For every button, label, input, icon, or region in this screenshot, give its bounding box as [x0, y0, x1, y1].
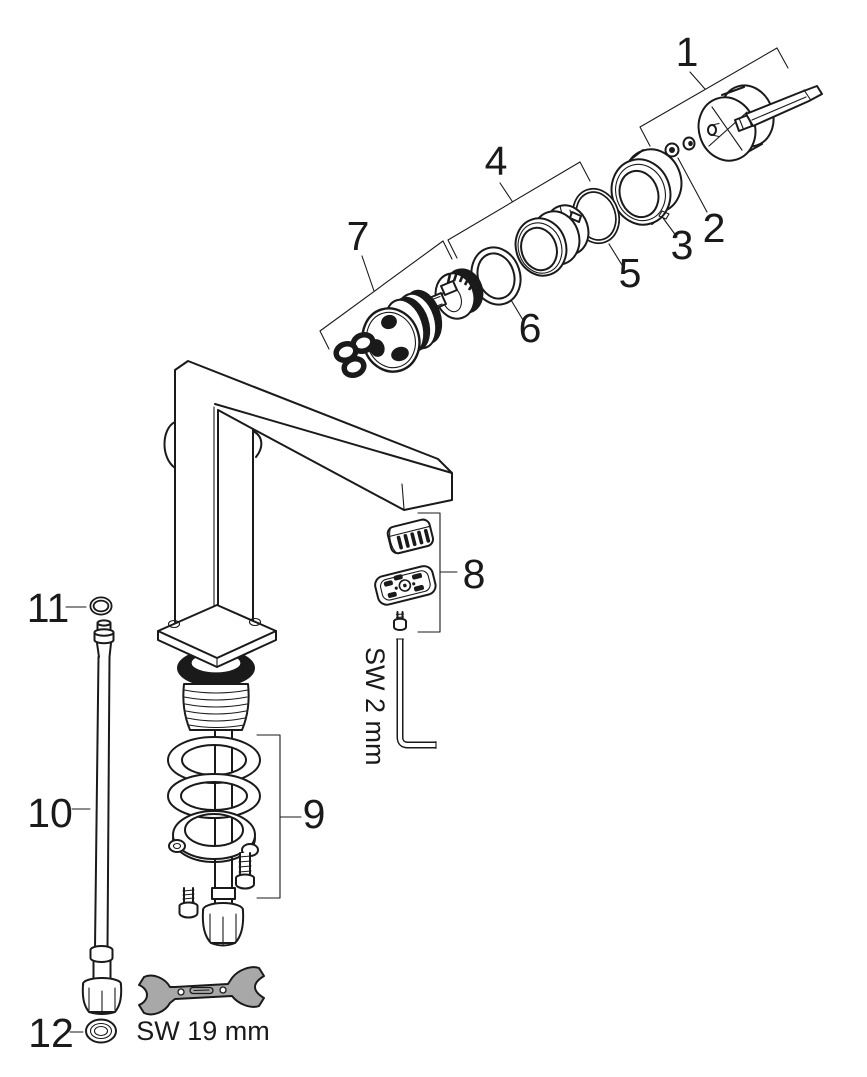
callout-3: 3	[671, 222, 694, 268]
callout-bracket-8	[417, 512, 458, 633]
callout-8: 8	[463, 551, 486, 597]
threaded-shank	[182, 683, 250, 731]
part-cartridge	[361, 268, 484, 373]
callout-10: 10	[27, 790, 73, 836]
callout-bracket-9	[256, 734, 302, 899]
part-seal-pack	[333, 331, 376, 379]
allen-key-size-label: SW 2 mm	[360, 647, 390, 766]
callout-5: 5	[619, 250, 642, 296]
callout-11: 11	[27, 585, 70, 631]
callout-12: 12	[28, 1010, 74, 1056]
tail-pipe	[201, 729, 245, 947]
leader-2	[677, 157, 708, 213]
part-small-o-ring	[89, 596, 113, 616]
callout-bracket-1	[639, 47, 789, 147]
part-lever-handle	[697, 84, 823, 162]
part-sleeve	[610, 148, 683, 226]
callout-bracket-4	[447, 161, 591, 259]
callout-2: 2	[703, 205, 726, 251]
aerator-insert-top	[386, 518, 435, 555]
part-washer	[85, 1018, 117, 1044]
aerator-insert-plate	[374, 565, 437, 606]
callout-6: 6	[519, 305, 542, 351]
faucet-base-flange	[157, 604, 277, 687]
open-end-wrench	[138, 966, 265, 1016]
part-retaining-nut	[514, 204, 590, 277]
leader-5	[608, 243, 623, 266]
mounting-hardware-set	[167, 736, 262, 919]
part-screw-set	[664, 136, 696, 158]
part-supply-hose	[81, 619, 123, 1015]
aerator-screw	[393, 611, 407, 631]
leader-3	[662, 217, 678, 238]
leader-6	[510, 299, 524, 321]
allen-key	[395, 638, 437, 750]
callout-9: 9	[303, 791, 326, 837]
callout-7: 7	[347, 213, 370, 259]
callout-bracket-7	[319, 240, 453, 350]
callout-1: 1	[676, 29, 699, 75]
callout-4: 4	[485, 138, 508, 184]
wrench-size-label: SW 19 mm	[136, 1016, 270, 1046]
